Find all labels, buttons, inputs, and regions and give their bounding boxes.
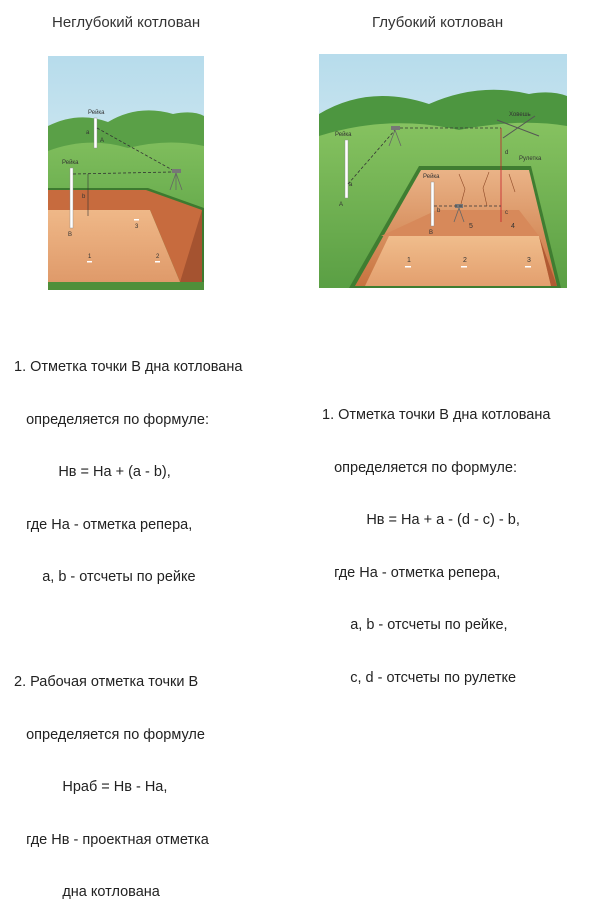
note-line: определяется по формуле (14, 726, 205, 743)
pit-point-5: 5 (469, 223, 473, 230)
staff-left-label: Рейка (62, 159, 79, 166)
note-line: где Hа - отметка репера, (14, 516, 193, 533)
pit-floor (48, 210, 180, 282)
pit-point-4: 4 (511, 223, 515, 230)
leveling-staff-pit (430, 181, 435, 227)
leveling-staff-pit (69, 167, 74, 229)
note-line: a, b - отсчеты по рейке (14, 569, 196, 585)
staff-top-label: Рейка (88, 109, 105, 116)
level-instrument-surface (388, 126, 402, 147)
note-line: определяется по формуле: (322, 459, 517, 476)
pit-point-2: 2 (156, 254, 160, 260)
pit-point-3: 3 (135, 224, 139, 230)
reading-a-label: a (86, 130, 90, 136)
wall-cracks (458, 171, 516, 207)
note-line: Hв = Hа + a - (d - c) - b, (322, 512, 520, 528)
right-panel-title: Глубокий котлован (372, 14, 504, 31)
pit-floor (365, 236, 551, 286)
tape-label: Рулетка (519, 156, 542, 162)
point-b-label: B (68, 232, 72, 238)
note-line: c, d - отсчеты по рулетке (322, 669, 517, 686)
note-line: 1. Отметка точки В дна котлована (14, 359, 243, 375)
pit-point-1: 1 (407, 257, 411, 264)
reading-a-label: a (349, 182, 353, 188)
shallow-pit-illustration: Рейка A a Рейка B b 1 2 3 (48, 56, 204, 290)
note-line: определяется по формуле: (14, 411, 209, 428)
note-line (14, 622, 242, 640)
sight-line-top (96, 127, 177, 173)
weight-label: Ховешь (509, 112, 531, 118)
sight-line-pit (72, 171, 173, 175)
tape-support-frame (496, 115, 540, 139)
note-line: 1. Отметка точки В дна котлована (322, 407, 551, 423)
deep-pit-illustration: Рейка A a Ховешь Рулетка d c Рейка B b 1… (319, 54, 567, 288)
pit-point-1: 1 (88, 254, 92, 260)
point-b-label: B (429, 230, 433, 236)
pit-front-edge (48, 282, 204, 290)
leveling-staff-top (93, 117, 98, 149)
reading-d-label: d (505, 150, 508, 156)
note-line: Hв = Hа + (a - b), (14, 464, 171, 480)
reading-b-label: b (437, 208, 441, 214)
note-line: где Hв - проектная отметка (14, 831, 209, 848)
sight-line-left (347, 129, 396, 185)
level-instrument (169, 169, 183, 191)
pit-right-wall (180, 210, 202, 282)
point-a-label: A (100, 138, 104, 144)
pit-point-3: 3 (527, 257, 531, 264)
note-line: дна котлована (14, 884, 160, 900)
reading-b-label: b (82, 194, 86, 200)
staff-pit-label: Рейка (423, 173, 440, 180)
left-panel-title: Неглубокий котлован (52, 14, 201, 31)
left-formula-notes: 1. Отметка точки В дна котлована определ… (14, 324, 242, 919)
note-line: Hраб = Hв - Hа, (14, 779, 168, 795)
leveling-staff-surface (344, 139, 349, 199)
note-line: a, b - отсчеты по рейке, (322, 617, 508, 633)
note-line: 2. Рабочая отметка точки В (14, 674, 199, 690)
pit-point-2: 2 (463, 257, 467, 264)
pit-back-wall (48, 190, 202, 282)
note-line: где Hа - отметка репера, (322, 564, 501, 581)
staff-left-label: Рейка (335, 131, 352, 138)
right-formula-notes: 1. Отметка точки В дна котлована определ… (322, 372, 550, 705)
point-a-label: A (339, 202, 343, 208)
pit-back-ledge (381, 210, 539, 236)
reading-c-label: c (505, 210, 508, 216)
